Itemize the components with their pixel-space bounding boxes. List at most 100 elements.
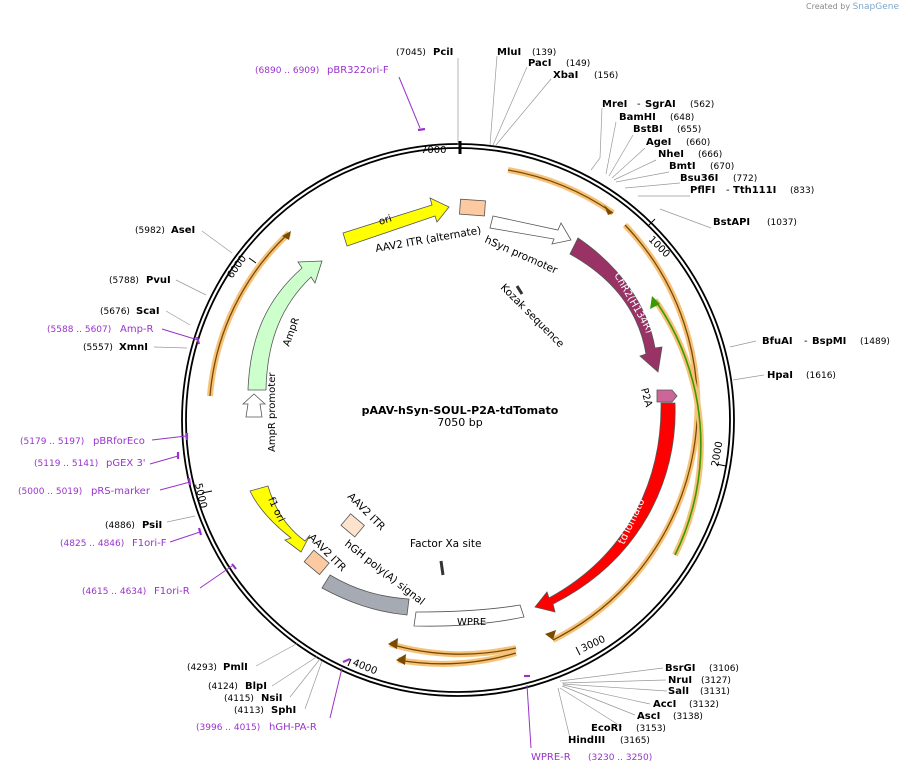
feature-hsyn-promoter[interactable] <box>489 215 572 245</box>
snapgene-logo: SnapGene <box>852 2 899 12</box>
enzyme-pos-pvui: (5788) <box>109 276 139 286</box>
orf-arc-1-line <box>507 169 614 214</box>
feature-ampr-promoter[interactable] <box>241 393 267 418</box>
enzyme-bsrgi[interactable]: BsrGI <box>665 663 695 674</box>
enzyme-bfuai[interactable]: BfuAI <box>762 336 793 347</box>
svg-text:4000: 4000 <box>351 658 379 678</box>
primer-f1ori-f[interactable]: F1ori-F <box>132 538 167 549</box>
enzyme-acci[interactable]: AccI <box>653 699 676 710</box>
primer-range-f1ori-r: (4615 .. 4634) <box>82 587 146 597</box>
enzyme-sgrai[interactable]: SgrAI <box>645 99 676 110</box>
feature-f1-ori[interactable] <box>249 485 311 553</box>
enzyme-scai[interactable]: ScaI <box>136 306 160 317</box>
tick-3000: 3000 <box>575 634 608 656</box>
feature-aav2-itr[interactable] <box>303 549 330 576</box>
primer-f1ori-r[interactable]: F1ori-R <box>154 586 190 597</box>
label-hsyn-promoter: hSyn promoter <box>483 234 560 277</box>
feature-ori[interactable] <box>342 197 450 247</box>
enzyme-blpi[interactable]: BlpI <box>245 681 267 692</box>
enzyme-pos-mlui: (139) <box>532 48 556 58</box>
primer-prs-marker[interactable]: pRS-marker <box>91 486 151 497</box>
enzyme-bstapi[interactable]: BstAPI <box>713 217 750 228</box>
svg-text:-: - <box>637 99 641 110</box>
enzyme-pos-nsii: (4115) <box>224 694 254 704</box>
orf-arc-4-head <box>396 654 406 665</box>
enzyme-bmti[interactable]: BmtI <box>669 161 696 172</box>
enzyme-pos-hpai: (1616) <box>806 371 836 381</box>
enzyme-pvui[interactable]: PvuI <box>146 275 171 286</box>
feature-hgh-poly-a-signal[interactable] <box>321 574 410 616</box>
enzyme-bamhi[interactable]: BamHI <box>619 112 656 123</box>
orf-arc-5-line <box>209 232 290 397</box>
primer-range-pbr322ori-f: (6890 .. 6909) <box>255 66 319 76</box>
enzyme-pos-pmli: (4293) <box>187 663 217 673</box>
label-kozak-sequence: Kozak sequence <box>498 282 566 350</box>
primer-amp-r[interactable]: Amp-R <box>120 324 154 335</box>
enzyme-pmli[interactable]: PmlI <box>223 662 248 673</box>
feature-aav2-itr-2[interactable] <box>340 513 365 538</box>
orf-arc-3-head <box>388 638 398 649</box>
orf-arcs <box>207 167 704 667</box>
feature-kozak-sequence[interactable] <box>515 285 524 295</box>
enzyme-hpai[interactable]: HpaI <box>767 370 793 381</box>
primer-pbrforeco[interactable]: pBRforEco <box>93 436 145 447</box>
enzyme-sphi[interactable]: SphI <box>271 705 296 716</box>
feature-aav2-itr-alternate[interactable] <box>459 198 486 217</box>
enzyme-pcii[interactable]: PciI <box>433 47 453 58</box>
enzyme-pos-ecori: (3153) <box>636 724 666 734</box>
label-wpre: WPRE <box>457 617 486 628</box>
enzyme-xbai[interactable]: XbaI <box>553 70 578 81</box>
enzyme-pos-paci: (149) <box>566 59 590 69</box>
tick-7000: 7000 <box>421 141 461 156</box>
label-chr2-h134r: ChR2(H134R) <box>611 271 655 335</box>
enzyme-paci[interactable]: PacI <box>528 58 551 69</box>
enzyme-mlui[interactable]: MluI <box>497 47 521 58</box>
primer-range-prs-marker: (5000 .. 5019) <box>18 487 82 497</box>
enzyme-sali[interactable]: SalI <box>668 686 689 697</box>
enzyme-pos-sali: (3131) <box>700 687 730 697</box>
enzyme-pos-psii: (4886) <box>105 521 135 531</box>
feature-factor-xa-site[interactable] <box>439 560 445 576</box>
feature-tdtomato[interactable] <box>534 402 676 613</box>
enzyme-pos-bsu36i: (772) <box>733 174 757 184</box>
enzyme-pos-scai: (5676) <box>100 307 130 317</box>
enzyme-nrui[interactable]: NruI <box>668 675 692 686</box>
primer-labels: (6890 .. 6909) pBR322ori-F (5588 .. 5607… <box>18 65 652 763</box>
enzyme-pflfi[interactable]: PflFI <box>690 185 715 196</box>
feature-p2a[interactable] <box>656 389 678 403</box>
primer-range-hgh-pa-r: (3996 .. 4015) <box>196 723 260 733</box>
enzyme-tth111i[interactable]: Tth111I <box>733 185 776 196</box>
primer-hgh-pa-r[interactable]: hGH-PA-R <box>269 722 317 733</box>
orf-arc-3-line <box>389 643 517 655</box>
label-ampr-promoter: AmpR promoter <box>267 372 278 452</box>
enzyme-mrei[interactable]: MreI <box>602 99 627 110</box>
enzyme-bsu36i[interactable]: Bsu36I <box>680 173 718 184</box>
enzyme-bspmi[interactable]: BspMI <box>812 336 846 347</box>
plasmid-size: 7050 bp <box>437 416 482 429</box>
orf-arc-5-head <box>282 231 291 240</box>
enzyme-ecori[interactable]: EcoRI <box>591 723 622 734</box>
enzyme-nhei[interactable]: NheI <box>658 149 684 160</box>
enzyme-bstbi[interactable]: BstBI <box>633 124 663 135</box>
orf-arc-1-head <box>604 205 613 215</box>
svg-text:5000: 5000 <box>192 482 208 509</box>
enzyme-psii[interactable]: PsiI <box>142 520 162 531</box>
enzyme-pos-mrei: (562) <box>690 100 714 110</box>
orf-arc-2-head <box>545 630 556 640</box>
primer-pbr322ori-f[interactable]: pBR322ori-F <box>327 65 389 76</box>
primer-pgex3[interactable]: pGEX 3' <box>106 458 146 469</box>
feature-chr2-h134r[interactable] <box>569 237 663 373</box>
enzyme-pos-nrui: (3127) <box>701 676 731 686</box>
enzyme-nsii[interactable]: NsiI <box>261 693 282 704</box>
primer-wpre-r[interactable]: WPRE-R <box>531 752 571 763</box>
enzyme-xmni[interactable]: XmnI <box>119 342 148 353</box>
enzyme-asei[interactable]: AseI <box>171 225 195 236</box>
feature-ampr[interactable] <box>247 260 323 391</box>
enzyme-agei[interactable]: AgeI <box>646 137 671 148</box>
feature-wpre[interactable] <box>413 604 525 627</box>
enzyme-asci[interactable]: AscI <box>637 711 660 722</box>
enzyme-hindiii[interactable]: HindIII <box>568 735 605 746</box>
enzyme-pos-bfuai: (1489) <box>860 337 890 347</box>
svg-text:2000: 2000 <box>710 441 725 468</box>
svg-text:3000: 3000 <box>580 634 608 655</box>
